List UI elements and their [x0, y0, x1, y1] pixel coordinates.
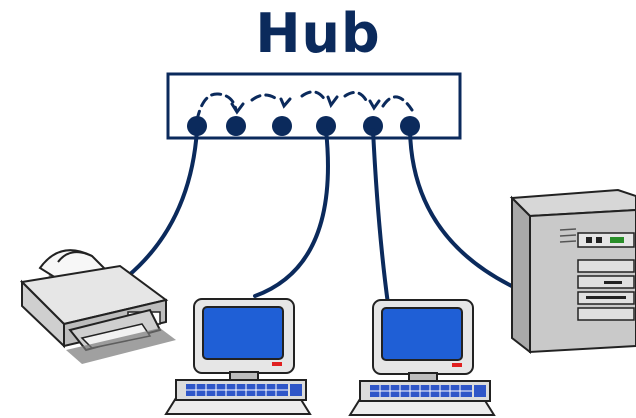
cable-printer: [116, 128, 199, 286]
computer-1-icon: [164, 298, 312, 415]
server-icon: [509, 188, 636, 355]
hub-internal-links: [195, 90, 414, 122]
port-1: [187, 116, 207, 136]
hub-ports: [187, 116, 420, 136]
cables: [116, 128, 522, 306]
cable-pc-1: [253, 128, 330, 298]
port-4: [316, 116, 336, 136]
cable-server: [408, 128, 522, 292]
diagram-title: Hub: [255, 2, 381, 65]
hub-arrow-tips: [230, 95, 381, 115]
cable-pc-2: [371, 128, 390, 306]
port-3: [272, 116, 292, 136]
port-5: [363, 116, 383, 136]
port-6: [400, 116, 420, 136]
computer-2-icon: [348, 299, 496, 416]
printer-icon: [19, 249, 176, 364]
port-2: [226, 116, 246, 136]
